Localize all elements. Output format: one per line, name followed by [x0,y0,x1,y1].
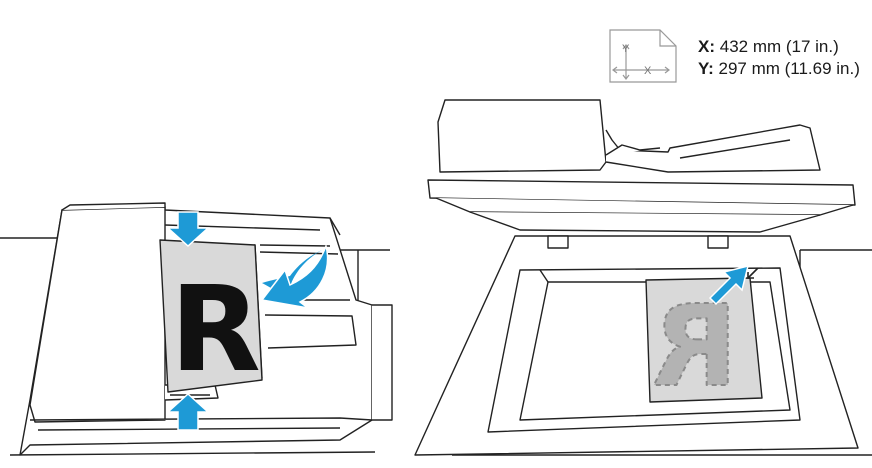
letter-r-glyph: R [170,260,261,398]
y-key: Y: [698,59,714,78]
paper-size-x: X: 432 mm (17 in.) [698,36,860,58]
svg-text:R: R [652,282,738,412]
platen-glass-illustration [415,100,872,455]
paper-size-y: Y: 297 mm (11.69 in.) [698,58,860,80]
y-value: 297 mm (11.69 in.) [718,59,859,78]
icon-x-label: X [644,65,652,77]
letter-r-mirrored-glyph: R [652,282,738,412]
icon-y-label: Y [622,43,630,55]
x-value: 432 mm (17 in.) [720,37,839,56]
x-key: X: [698,37,715,56]
paper-size-legend: Y X X: 432 mm (17 in.) Y: 297 mm (11.69 … [608,30,872,84]
svg-text:R: R [170,260,261,398]
